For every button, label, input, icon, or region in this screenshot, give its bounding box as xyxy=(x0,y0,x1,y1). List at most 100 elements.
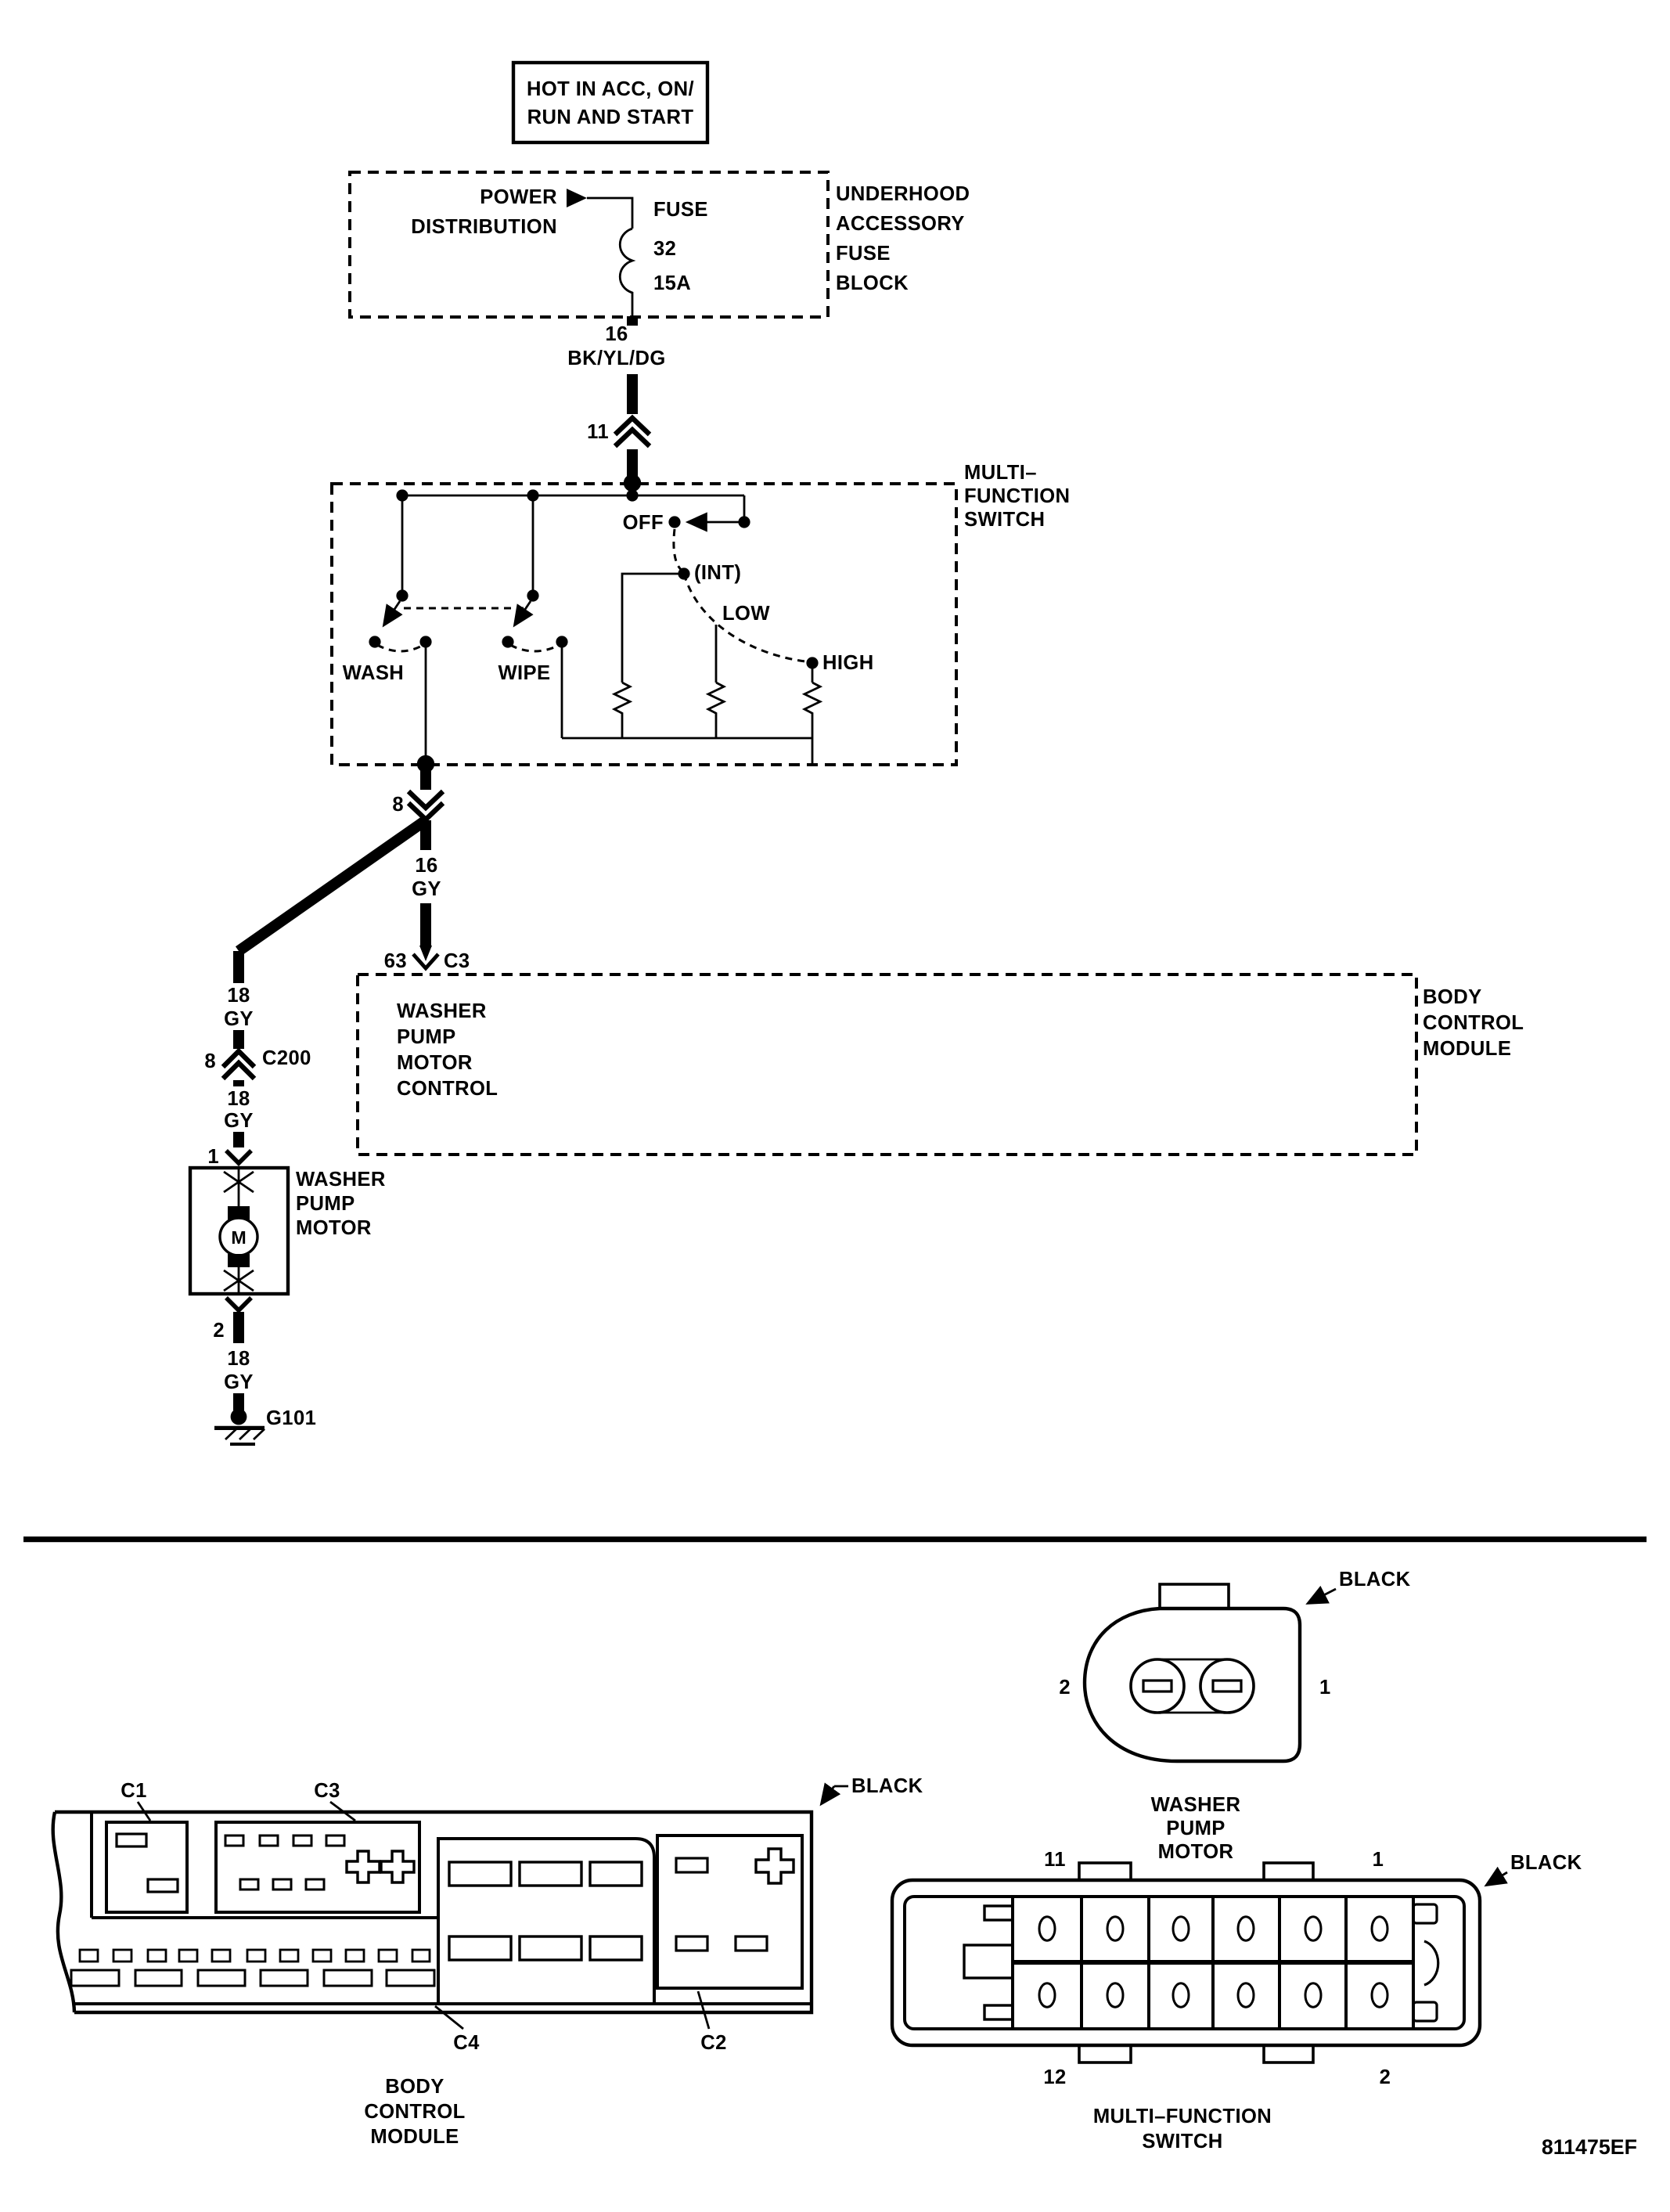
branch-color-b: GY xyxy=(224,1110,254,1132)
pos-off-label: OFF xyxy=(623,512,664,534)
hot-box-line2: RUN AND START xyxy=(527,106,694,128)
mfs-connector-view: 11 1 BLACK xyxy=(890,1849,1582,2153)
branch-color-a: GY xyxy=(224,1008,254,1030)
mfs-conn-pin-tr: 1 xyxy=(1373,1849,1384,1871)
bcm-signal-2: PUMP xyxy=(397,1026,456,1048)
small-slot xyxy=(146,1948,167,1963)
pos-low-label: LOW xyxy=(722,603,770,625)
c200-connector-chevron-icon xyxy=(221,1059,257,1081)
mfs-label-3: SWITCH xyxy=(964,509,1045,531)
small-slot xyxy=(344,1948,365,1963)
key-slot xyxy=(983,2004,1014,2021)
multi-function-switch: MULTI– FUNCTION SWITCH OFF (INT) LOW HIG… xyxy=(330,462,1070,773)
motor-brush-top xyxy=(228,1206,250,1219)
c4-wide-slot xyxy=(448,1861,513,1887)
pump-connector-tab xyxy=(1158,1583,1230,1611)
high-contact-dot xyxy=(806,657,819,669)
wipe-bridge-arc xyxy=(509,643,560,653)
inline-connector-chevron-icon xyxy=(406,789,445,812)
wiper-arc-off-int xyxy=(672,528,684,573)
c200-name: C200 xyxy=(262,1047,311,1069)
c2-leader xyxy=(696,1990,711,2030)
pump-connector-label-1: WASHER xyxy=(1151,1794,1241,1816)
bcm-pin: 63 xyxy=(384,950,407,972)
washer-pump-branch: 18 GY 8 C200 18 GY 1 WASHER PUMP MOTOR M… xyxy=(188,951,385,1446)
small-slot xyxy=(411,1948,431,1963)
off-feed-dot xyxy=(738,516,750,528)
c4-panel xyxy=(437,1837,656,2005)
bcm-conn-c3: C3 xyxy=(314,1780,340,1802)
fuse-block-label-3: FUSE xyxy=(836,243,891,265)
pump-connector-color: BLACK xyxy=(1339,1569,1411,1591)
ground-dot xyxy=(230,1408,247,1425)
c200-pin: 8 xyxy=(204,1050,216,1072)
branch-gauge-c: 18 xyxy=(227,1348,250,1370)
wide-slot xyxy=(134,1969,183,1987)
wash-wire-color: GY xyxy=(412,878,441,900)
pin-cavity xyxy=(1370,1982,1389,2008)
small-slot xyxy=(112,1948,133,1963)
small-slot xyxy=(311,1948,333,1963)
fuse-number: 32 xyxy=(653,238,676,260)
wide-slot xyxy=(322,1969,373,1987)
pos-high-label: HIGH xyxy=(822,652,874,674)
bcm-signal-3: MOTOR xyxy=(397,1052,473,1074)
underhood-fuse-block: UNDERHOOD ACCESSORY FUSE BLOCK POWER DIS… xyxy=(348,171,970,319)
bcm-schematic: BODY CONTROL MODULE WASHER PUMP MOTOR CO… xyxy=(356,973,1524,1156)
feed-wire: 16 BK/YL/DG 11 xyxy=(567,316,665,492)
motor-pin2-chevron-icon xyxy=(225,1296,253,1313)
pos-wash-label: WASH xyxy=(343,662,404,684)
bcm-signal-1: WASHER xyxy=(397,1000,487,1022)
small-slot xyxy=(246,1948,267,1963)
feed-connector-pin: 11 xyxy=(587,421,609,443)
bcm-conn-color: BLACK xyxy=(851,1775,923,1797)
c3-slot xyxy=(239,1878,260,1891)
bcm-dashed-box xyxy=(356,973,1418,1156)
ground-hatch xyxy=(253,1428,265,1441)
fuse-block-dashed-box xyxy=(348,171,830,319)
ground-hatch xyxy=(225,1428,237,1441)
c3-block xyxy=(214,1821,421,1914)
ground-name: G101 xyxy=(266,1407,316,1429)
resistor-high xyxy=(801,681,823,715)
motor-pin-in: 1 xyxy=(207,1146,219,1168)
pos-wipe-label: WIPE xyxy=(498,662,550,684)
bcm-label-3: MODULE xyxy=(1423,1038,1511,1060)
feed-wire-gauge: 16 xyxy=(605,323,628,345)
wide-slot xyxy=(196,1969,247,1987)
bcm-conn-label-2: CONTROL xyxy=(364,2101,465,2123)
wash-output-wiring: 8 16 GY 63 C3 xyxy=(235,767,470,972)
bcm-conn-c4: C4 xyxy=(453,2032,480,2054)
motor-pin-out: 2 xyxy=(213,1320,225,1342)
branch-diagonal-wire xyxy=(235,816,430,956)
bcm-label-1: BODY xyxy=(1423,986,1482,1008)
c3-cross-cavity xyxy=(380,1850,416,1884)
pump-pin-left: 2 xyxy=(1059,1677,1071,1699)
pump-pin-right: 1 xyxy=(1319,1677,1331,1699)
inline-connector-chevron-icon xyxy=(406,801,445,823)
branch-color-c: GY xyxy=(224,1371,254,1393)
pump-terminal-slot xyxy=(1142,1679,1173,1693)
bcm-conn-c4-panel xyxy=(437,1837,656,2005)
pin-cavity xyxy=(1236,1982,1255,2008)
mfs-conn-pin-tl: 11 xyxy=(1044,1849,1066,1871)
bcm-conn-label-1: BODY xyxy=(385,2076,444,2098)
c2-slot xyxy=(675,1857,709,1874)
mfs-entry-dot xyxy=(623,474,642,492)
pin-cavity xyxy=(1106,1982,1125,2008)
bcm-conn-c2-block xyxy=(656,1834,804,1990)
pin-cavity xyxy=(1172,1982,1190,2008)
wide-slot xyxy=(70,1969,121,1987)
wash-wire-gauge: 16 xyxy=(415,855,437,877)
mfs-conn-pin-bl: 12 xyxy=(1043,2066,1066,2088)
pump-connector-label-3: MOTOR xyxy=(1158,1841,1234,1863)
mfs-conn-color-leader xyxy=(1484,1866,1508,1887)
hot-in-acc-box xyxy=(511,60,710,145)
pump-connector-body xyxy=(1082,1606,1302,1763)
pump-connector-label-2: PUMP xyxy=(1166,1818,1226,1839)
bcm-signal-4: CONTROL xyxy=(397,1078,498,1100)
inline-connector-chevron-icon xyxy=(613,414,652,437)
c3-slot xyxy=(272,1878,293,1891)
